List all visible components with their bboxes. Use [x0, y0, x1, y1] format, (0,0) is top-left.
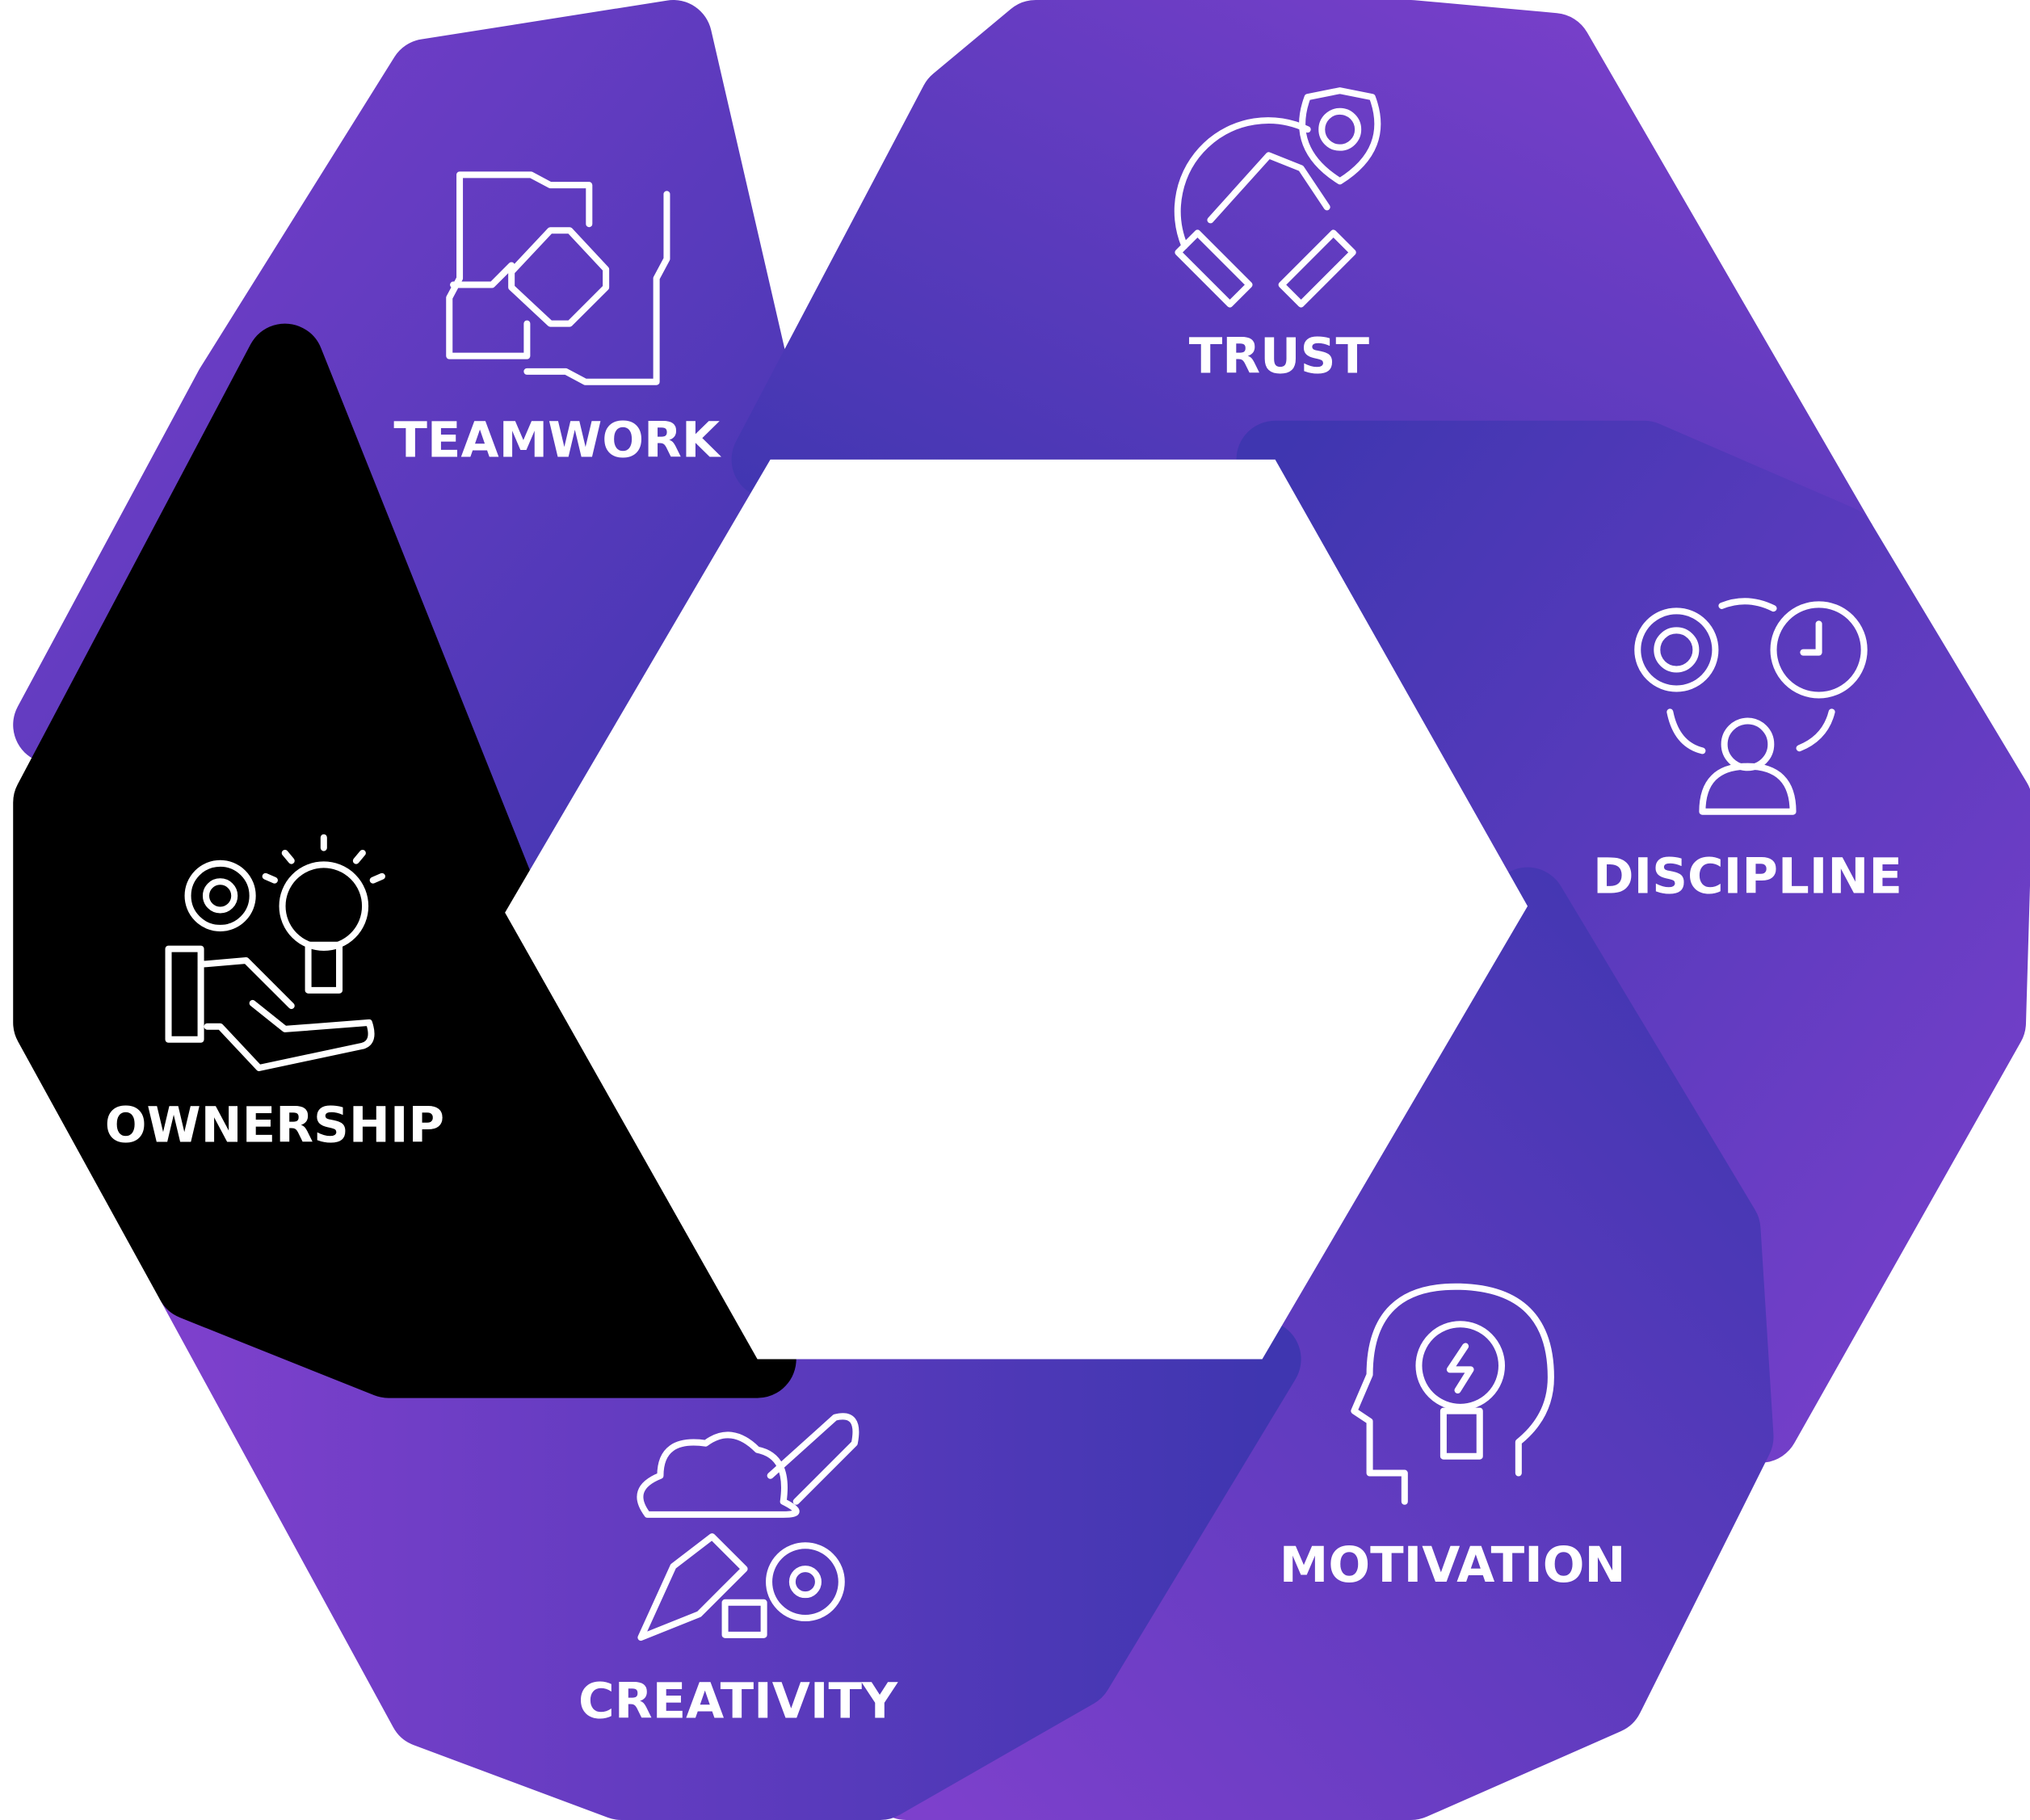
- label-trust: TRUST: [1189, 327, 1370, 385]
- inner-hexagon: [505, 459, 1528, 1360]
- label-teamwork: TEAMWORK: [393, 412, 722, 469]
- head-lightbulb-icon: [1351, 1283, 1554, 1505]
- cloud-pencil-gear-icon: [637, 1413, 859, 1641]
- handshake-shield-icon: [1174, 87, 1381, 308]
- joined-hands-icon: [446, 171, 670, 385]
- label-creativity: CREATIVITY: [578, 1672, 898, 1730]
- hand-lightbulb-gear-icon: [165, 834, 385, 1072]
- label-motivation: MOTIVATION: [1280, 1536, 1626, 1594]
- label-discipline: DISCIPLINE: [1593, 848, 1902, 906]
- gear-clock-person-cycle-icon: [1634, 598, 1868, 815]
- label-ownership: OWNERSHIP: [105, 1096, 444, 1154]
